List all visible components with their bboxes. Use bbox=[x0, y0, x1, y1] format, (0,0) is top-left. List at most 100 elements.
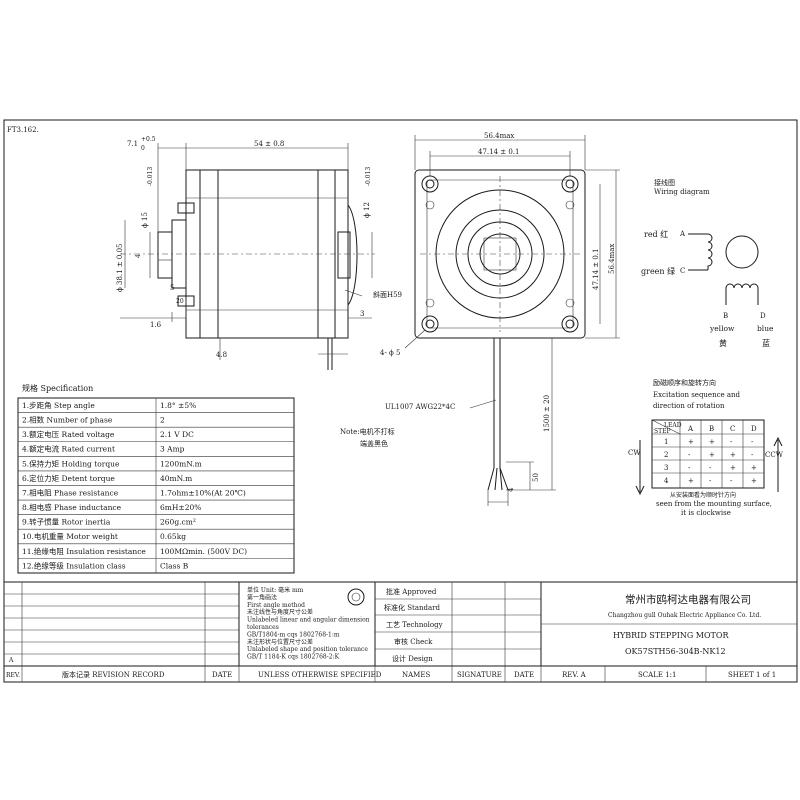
dim-shaft-end-dia: ϕ 12 bbox=[363, 202, 371, 218]
spec-value: 1.7ohm±10%(At 20℃) bbox=[160, 488, 246, 497]
part-number: OK57STH56-304B-NK12 bbox=[625, 647, 726, 656]
excitation-cell: - bbox=[688, 451, 691, 459]
spec-param: 10.电机重量 Motor weight bbox=[22, 531, 118, 541]
excitation-col-header: D bbox=[751, 425, 757, 433]
excitation-cell: + bbox=[751, 464, 757, 472]
wire-blue-en: blue bbox=[757, 324, 774, 333]
spec-param: 4.额定电流 Rated current bbox=[22, 444, 115, 454]
spec-param: 7.相电阻 Phase resistance bbox=[22, 487, 119, 497]
unit-note-line: Unlabeled linear and angular dimension bbox=[247, 617, 370, 624]
dim-hole-len: 3 bbox=[360, 310, 364, 318]
wire-green-terminal: C bbox=[680, 267, 685, 275]
excitation-note-en-1: seen from the mounting surface, bbox=[656, 500, 772, 508]
spec-param: 12.绝缘等级 Insulation class bbox=[22, 560, 126, 570]
company-name-cn: 常州市鸥柯达电器有限公司 bbox=[625, 593, 751, 606]
dim-key-height: 5 bbox=[170, 284, 174, 292]
unit-note-line: First angle method bbox=[247, 602, 305, 609]
dim-hole-spacing-v: 47.14 ± 0.1 bbox=[592, 249, 600, 291]
spec-value: 1.8° ±5% bbox=[160, 401, 196, 410]
excitation-step: 4 bbox=[664, 477, 669, 485]
excitation-note-en-2: it is clockwise bbox=[681, 509, 731, 517]
wire-red-label: red 红 bbox=[644, 229, 668, 239]
spec-title: 规格 Specification bbox=[22, 383, 93, 393]
footer-names: NAMES bbox=[402, 671, 430, 679]
wiring-title-cn: 接线图 bbox=[654, 178, 675, 187]
dim-shaft-end-tol: -0.013 bbox=[365, 167, 372, 186]
marking-note-1: Note:电机不打标 bbox=[340, 427, 395, 436]
footer-date: DATE bbox=[212, 671, 232, 679]
spec-value: 3 Amp bbox=[160, 445, 185, 454]
excitation-cell: - bbox=[709, 464, 712, 472]
spec-value: 6mH±20% bbox=[160, 503, 201, 512]
excitation-cell: + bbox=[730, 451, 736, 459]
spec-value: 0.65kg bbox=[160, 532, 186, 541]
wire-yellow-en: yellow bbox=[709, 324, 735, 333]
unit-note-line: tolerances bbox=[247, 624, 279, 631]
spec-param: 9.转子惯量 Rotor inertia bbox=[22, 517, 111, 527]
spec-value: 100MΩmin. (500V DC) bbox=[160, 547, 247, 556]
wire-green-label: green 绿 bbox=[641, 267, 675, 276]
footer-scale: SCALE 1:1 bbox=[638, 671, 676, 679]
excitation-cell: - bbox=[751, 438, 754, 446]
spec-value: 40mN.m bbox=[160, 474, 192, 483]
excitation-cell: - bbox=[709, 477, 712, 485]
spec-value: 2 bbox=[160, 416, 165, 425]
excitation-cell: + bbox=[709, 451, 715, 459]
spec-value: 260g.cm² bbox=[160, 518, 196, 527]
dim-boss-dia: ϕ 38.1 ± 0.05 bbox=[116, 244, 124, 292]
dim-lead-length: 1500 ± 20 bbox=[543, 395, 551, 432]
wiring-title-en: Wiring diagram bbox=[654, 188, 710, 196]
dim-flange-tol-upper: +0.5 bbox=[141, 136, 156, 143]
mount-hole bbox=[561, 315, 579, 333]
header-lead: LEAD bbox=[664, 422, 682, 429]
dim-hole-spacing: 47.14 ± 0.1 bbox=[478, 148, 520, 156]
dim-lead-offset: 4.8 bbox=[216, 351, 227, 359]
motor-body bbox=[185, 169, 349, 339]
wire-yellow-terminal: B bbox=[723, 312, 728, 320]
excitation-cell: - bbox=[688, 464, 691, 472]
dim-flange-tol-lower: 0 bbox=[141, 145, 145, 152]
dim-overall-v: 56.4max bbox=[608, 244, 616, 274]
cw-label: CW bbox=[628, 449, 641, 457]
coil-bd bbox=[725, 283, 759, 289]
excitation-cell: + bbox=[730, 464, 736, 472]
drawing-id: FT3.162. bbox=[7, 126, 39, 134]
dim-key-width: 4 bbox=[135, 254, 142, 258]
dim-flange-thickness: 7.1 bbox=[127, 140, 138, 148]
dim-strip-end: 4 bbox=[507, 487, 515, 492]
dim-mount-holes: 4- ϕ 5 bbox=[380, 349, 401, 357]
technology-label: 工艺 Technology bbox=[386, 621, 443, 629]
side-view: 54 ± 0.8 7.1 +0.5 0 ϕ 15 -0.013 ϕ 38.1 ±… bbox=[116, 136, 402, 370]
footer-date-2: DATE bbox=[514, 671, 534, 679]
footer-revision-record: 版本记录 REVISION RECORD bbox=[62, 670, 165, 679]
dim-overall: 56.4max bbox=[484, 132, 514, 140]
dim-shaft-dia: ϕ 15 bbox=[141, 212, 149, 228]
excitation-step: 1 bbox=[664, 438, 668, 446]
wire-blue-terminal: D bbox=[760, 312, 766, 320]
dim-strip-len: 50 bbox=[532, 473, 540, 482]
wire-yellow-cn: 黄 bbox=[719, 338, 727, 348]
excitation-col-header: B bbox=[709, 425, 714, 433]
keyway-note: 斜面H59 bbox=[373, 290, 402, 299]
excitation-sequence: 励磁顺序和旋转方向 Excitation sequence and direct… bbox=[628, 378, 784, 517]
ccw-label: CCW bbox=[765, 451, 784, 459]
check-label: 审核 Check bbox=[394, 637, 433, 646]
unit-note-line: 未注形状与位置尺寸公差 bbox=[247, 638, 313, 646]
company-name-en: Changzhou gull Ouhak Electric Appliance … bbox=[608, 612, 761, 619]
front-view: 56.4max 47.14 ± 0.1 47.14 ± 0.1 56.4max … bbox=[340, 132, 620, 506]
dim-shaft-dia-tol: -0.013 bbox=[147, 167, 154, 186]
mount-hole bbox=[421, 175, 439, 193]
rev-a-mark: A bbox=[8, 657, 14, 664]
footer-signature: SIGNATURE bbox=[457, 671, 502, 679]
excitation-cell: + bbox=[751, 477, 757, 485]
excitation-cell: + bbox=[688, 477, 694, 485]
mount-hole bbox=[561, 175, 579, 193]
wire-blue-cn: 蓝 bbox=[762, 338, 770, 348]
footer-sheet: SHEET 1 of 1 bbox=[728, 671, 776, 679]
spec-param: 8.相电感 Phase inductance bbox=[22, 502, 122, 512]
excitation-note-cn: 从安装面看为顺时针方向 bbox=[670, 491, 736, 499]
spec-param: 6.定位力矩 Detent torque bbox=[22, 473, 115, 483]
footer-rev-a: REV. A bbox=[562, 671, 587, 679]
